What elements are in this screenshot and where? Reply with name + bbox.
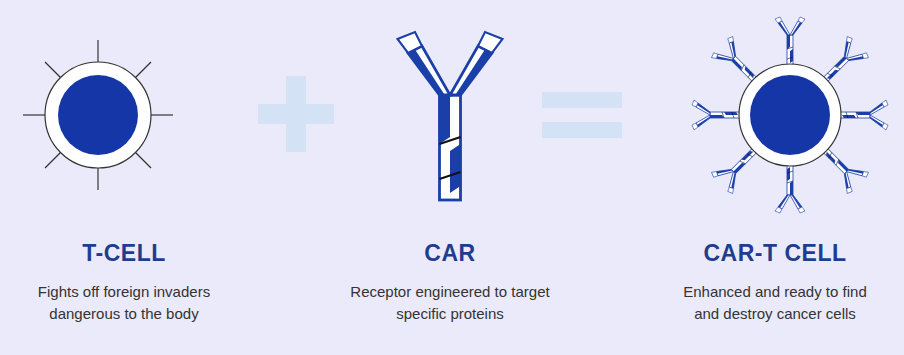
heading: CAR-T CELL <box>650 240 900 267</box>
description: Enhanced and ready to find and destroy c… <box>670 281 880 325</box>
description: Fights off foreign invaders dangerous to… <box>24 281 224 325</box>
heading: CAR <box>330 240 570 267</box>
cell-label: CAR Receptor engineered to target specifi… <box>330 240 570 325</box>
cell-label: CAR-T CELL Enhanced and ready to find and… <box>650 240 900 325</box>
description: Receptor engineered to target specific p… <box>350 281 550 325</box>
heading: T-CELL <box>4 240 244 267</box>
cell-label: T-CELL Fights off foreign invaders danger… <box>4 240 244 325</box>
